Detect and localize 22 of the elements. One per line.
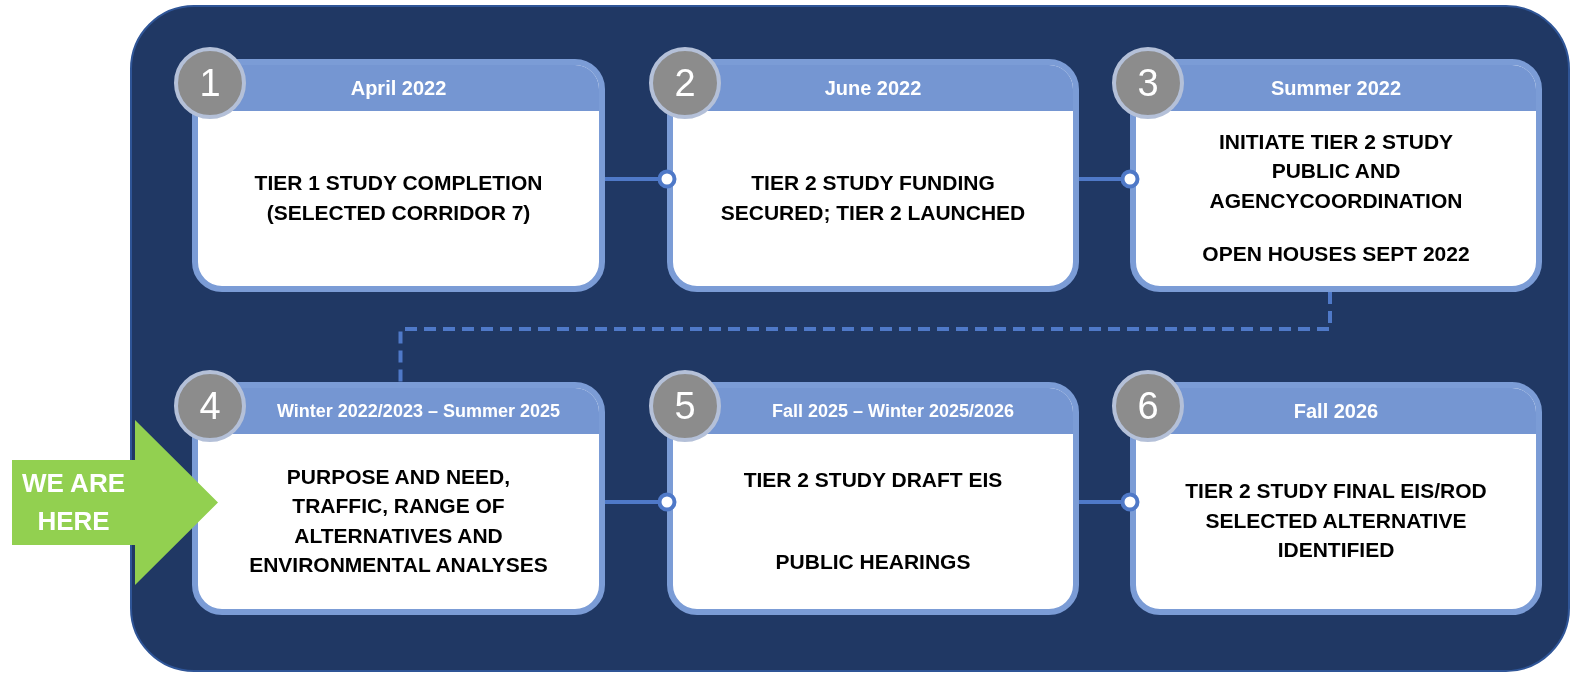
milestone-text: PUBLIC HEARINGS bbox=[775, 549, 971, 576]
step-number: 2 bbox=[649, 47, 721, 119]
milestone-text: TIER 2 STUDY DRAFT EIS bbox=[743, 466, 1003, 493]
dashed-connector bbox=[398, 292, 1332, 382]
connector-line bbox=[605, 169, 677, 189]
milestone-text: OPEN HOUSES SEPT 2022 bbox=[1202, 240, 1470, 267]
step-number: 1 bbox=[174, 47, 246, 119]
step-number: 5 bbox=[649, 370, 721, 442]
callout-text: WE ARE HERE bbox=[20, 466, 126, 538]
timeline-panel bbox=[130, 5, 1570, 672]
step-number: 4 bbox=[174, 370, 246, 442]
pointer-arrow bbox=[12, 420, 218, 585]
milestone-text: INITIATE TIER 2 STUDY PUBLIC AND AGENCYCOORDINATION bbox=[1208, 128, 1464, 214]
milestone-text: TIER 2 STUDY FUNDING SECURED; TIER 2 LAUNCHED bbox=[719, 170, 1027, 226]
milestone-text: TIER 2 STUDY FINAL EIS/ROD SELECTED ALTERNATIVE IDENTIFIED bbox=[1184, 478, 1488, 564]
milestone-text: PURPOSE AND NEED, TRAFFIC, RANGE OF ALTERNATIVES AND ENVIRONMENTAL ANALYSES bbox=[248, 463, 549, 578]
step-number: 6 bbox=[1112, 370, 1184, 442]
connector-line bbox=[1079, 169, 1140, 189]
step-number: 3 bbox=[1112, 47, 1184, 119]
milestone-text: TIER 1 STUDY COMPLETION (SELECTED CORRIDOR 7) bbox=[253, 170, 544, 226]
connector-line bbox=[1079, 492, 1140, 512]
connector-line bbox=[605, 492, 677, 512]
